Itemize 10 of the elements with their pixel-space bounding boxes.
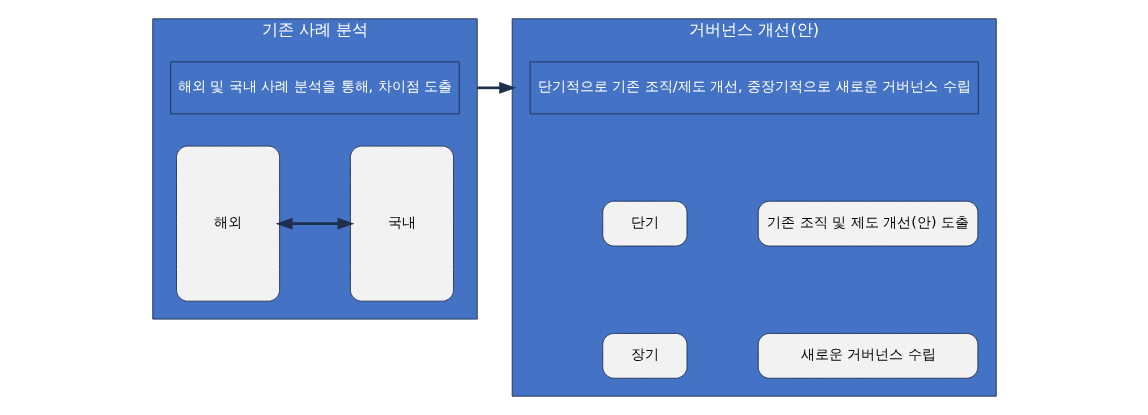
- arrow: [476, 81, 516, 94]
- node-box: 해외 및 국내 사례 분석을 통해, 차이점 도출: [169, 61, 460, 115]
- node-box: 국내: [349, 145, 454, 302]
- arrow: [275, 217, 354, 230]
- node-box: 단기: [601, 200, 687, 247]
- node-box: 새로운 거버넌스 수립: [757, 333, 978, 379]
- node-box: 단기적으로 기존 조직/제도 개선, 중장기적으로 새로운 거버넌스 수립: [529, 61, 979, 115]
- node-box: 기존 조직 및 제도 개선(안) 도출: [757, 200, 978, 247]
- node-box: 해외: [175, 145, 280, 302]
- node-box: 장기: [601, 333, 687, 379]
